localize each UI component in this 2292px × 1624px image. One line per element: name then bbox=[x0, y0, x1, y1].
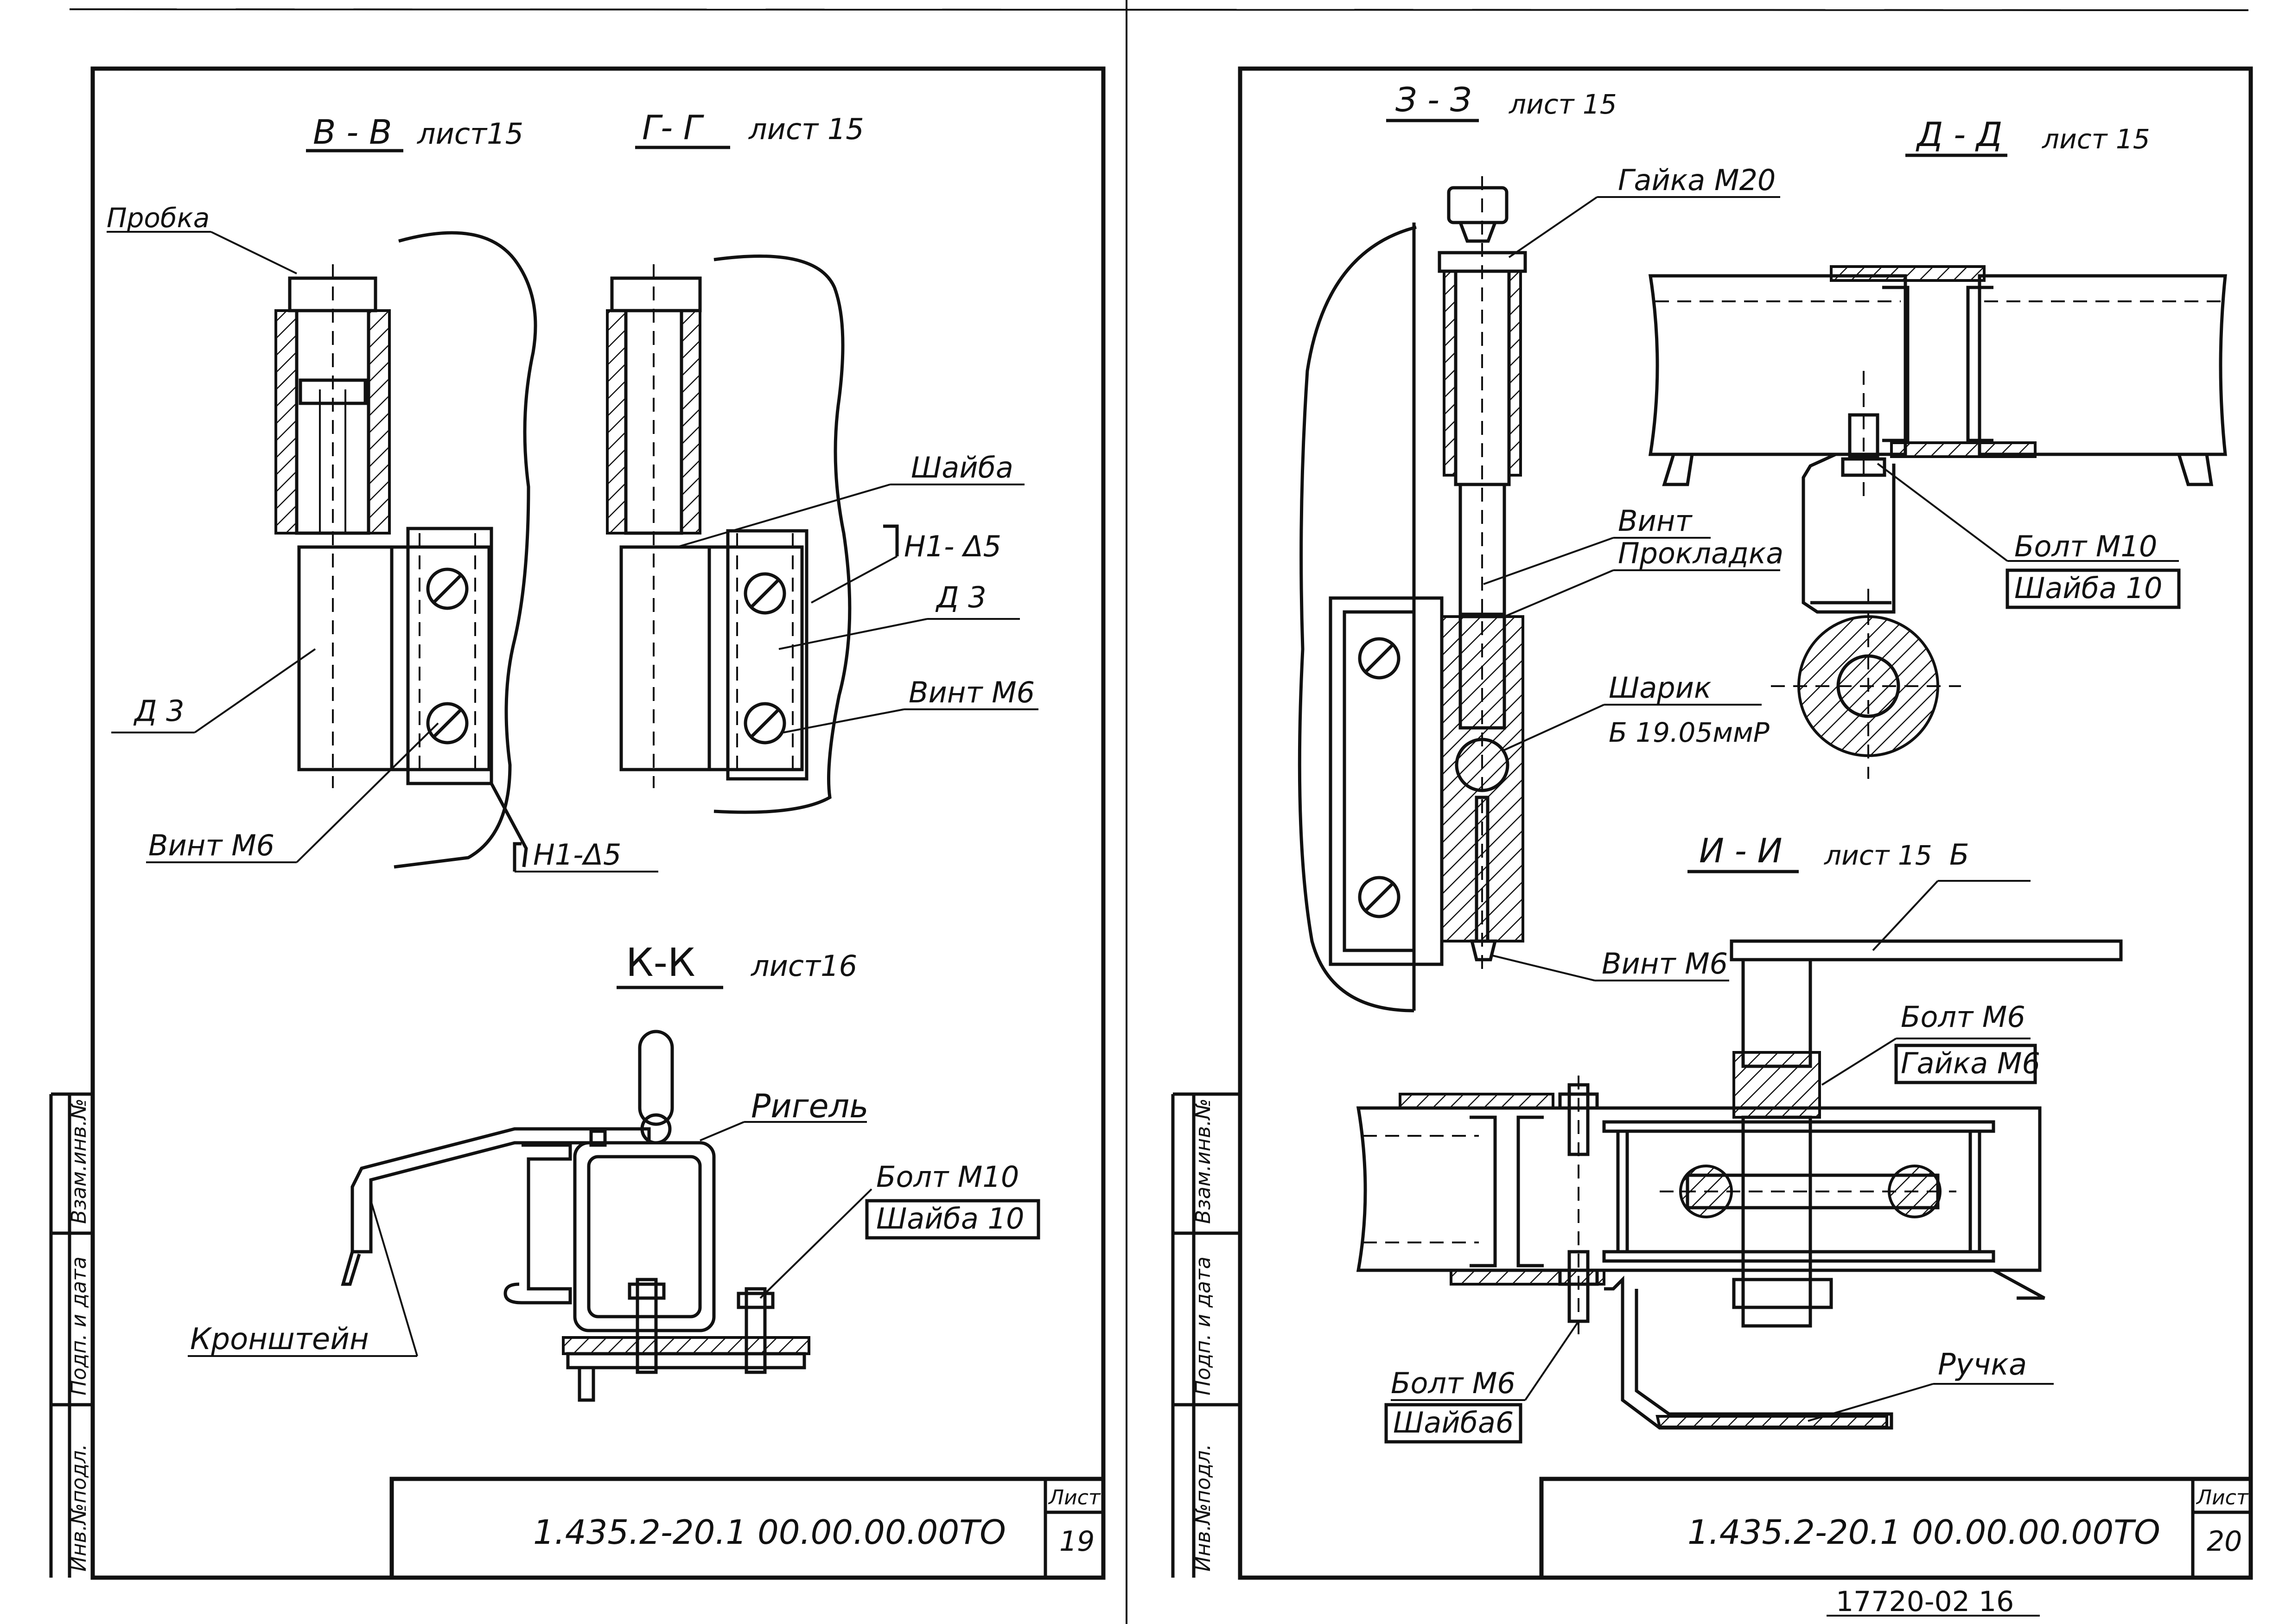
label-h1-d5-bottom: H1-Δ5 bbox=[533, 838, 621, 872]
section-kk-title: К-К bbox=[626, 940, 695, 985]
section-vv-title: В - В bbox=[313, 113, 392, 152]
label-vint-m6-right: Винт М6 bbox=[909, 675, 1035, 709]
label-bolt-m6-bottom: Болт М6 bbox=[1391, 1366, 1515, 1400]
sheet-right: Инв.№подл. Подп. и дата Взам.инв.№ 1.435… bbox=[1171, 66, 2253, 1618]
label-rigel: Ригель bbox=[751, 1087, 869, 1125]
label-sharik-size: Б 19.05ммР bbox=[1609, 717, 1770, 748]
kk-rigel-drawing bbox=[341, 1030, 810, 1402]
left-stamp-sign: Подп. и дата bbox=[67, 1256, 91, 1395]
right-side-stamp: Инв.№подл. Подп. и дата Взам.инв.№ bbox=[1171, 1092, 1240, 1578]
right-list-number: 20 bbox=[2207, 1525, 2242, 1558]
scan-top-edge bbox=[69, 8, 2249, 11]
sheet-left: Инв.№подл. Подп. и дата Взам.инв.№ 1.435… bbox=[49, 66, 1106, 1580]
ii-drawing bbox=[1356, 939, 2123, 1430]
label-vint: Винт bbox=[1618, 504, 1693, 538]
left-stamp-replace: Взам.инв.№ bbox=[67, 1098, 91, 1224]
label-sharik: Шарик bbox=[1609, 671, 1712, 705]
label-vint-m6-left: Винт М6 bbox=[148, 828, 274, 862]
label-gaika-m20: Гайка М20 bbox=[1618, 163, 1776, 197]
label-h1-d5-top: H1- Δ5 bbox=[904, 529, 1001, 563]
dd-drawing bbox=[1648, 265, 2227, 779]
right-stamp-inv: Инв.№подл. bbox=[1191, 1444, 1215, 1572]
label-bolt-m10-left: Болт М10 bbox=[876, 1160, 1019, 1194]
left-list-label: Лист bbox=[1048, 1486, 1101, 1509]
right-stamp-sign: Подп. и дата bbox=[1191, 1256, 1215, 1395]
section-kk-ref: лист16 bbox=[751, 949, 857, 983]
left-title-block: 1.435.2-20.1 00.00.00.00ТО Лист 19 bbox=[389, 1477, 1106, 1580]
section-vv-ref: лист15 bbox=[417, 117, 523, 151]
label-kronshtein: Кронштейн bbox=[190, 1322, 369, 1357]
section-zz-ref: лист 15 bbox=[1509, 89, 1617, 120]
label-bolt-m10-right: Болт М10 bbox=[2014, 529, 2157, 563]
label-vint-m6-zz: Винт М6 bbox=[1602, 947, 1728, 981]
right-list-label: Лист bbox=[2196, 1486, 2249, 1509]
label-shaiba-10-left: Шайба 10 bbox=[876, 1202, 1024, 1236]
zz-hinge-drawing bbox=[1298, 176, 1527, 1013]
label-d3-left: Д 3 bbox=[133, 694, 185, 728]
left-title-code: 1.435.2-20.1 00.00.00.00ТО bbox=[533, 1513, 1006, 1552]
label-shaiba-10-right: Шайба 10 bbox=[2014, 571, 2162, 605]
archive-number: 17720-02 16 bbox=[1836, 1586, 2014, 1618]
section-ii-ref: лист 15 bbox=[1824, 840, 1932, 871]
gg-hinge-drawing bbox=[606, 255, 852, 814]
left-side-stamp: Инв.№подл. Подп. и дата Взам.инв.№ bbox=[49, 1092, 93, 1578]
left-list-number: 19 bbox=[1059, 1525, 1095, 1558]
right-stamp-replace: Взам.инв.№ bbox=[1191, 1098, 1215, 1224]
label-probka: Пробка bbox=[107, 202, 210, 234]
label-shaiba: Шайба bbox=[911, 451, 1013, 484]
right-frame bbox=[1238, 66, 2253, 1580]
section-zz-title: З - З bbox=[1395, 80, 1471, 119]
section-dd-title: Д - Д bbox=[1916, 115, 2002, 154]
label-shaiba-6: Шайба6 bbox=[1393, 1406, 1514, 1439]
label-ruchka: Ручка bbox=[1938, 1348, 2027, 1382]
label-gaika-m6: Гайка М6 bbox=[1901, 1046, 2040, 1080]
left-stamp-inv: Инв.№подл. bbox=[67, 1444, 91, 1572]
section-gg-ref: лист 15 bbox=[748, 112, 864, 146]
section-b-mark: Б bbox=[1949, 838, 1969, 872]
section-ii-title: И - И bbox=[1699, 831, 1782, 870]
vv-hinge-drawing bbox=[274, 231, 537, 869]
label-d3-right: Д 3 bbox=[935, 580, 987, 614]
label-bolt-m6-top: Болт М6 bbox=[1901, 1000, 2025, 1034]
right-title-code: 1.435.2-20.1 00.00.00.00ТО bbox=[1687, 1513, 2160, 1552]
section-gg-title: Г- Г bbox=[642, 108, 704, 147]
right-title-block: 1.435.2-20.1 00.00.00.00ТО Лист 20 bbox=[1539, 1477, 2253, 1580]
section-dd-ref: лист 15 bbox=[2042, 123, 2150, 155]
label-prokladka: Прокладка bbox=[1618, 536, 1783, 570]
